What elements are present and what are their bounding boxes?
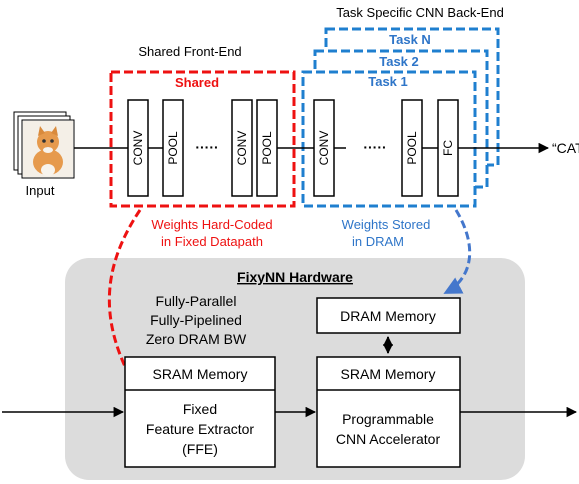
- backend-layer-fc: [437, 99, 459, 197]
- accelerator-block: [316, 356, 461, 468]
- task-1-label: Task 1: [368, 74, 408, 89]
- backend-layer-fc-label: FC: [441, 140, 455, 156]
- weights-hardcoded-line-1: Weights Hard-Coded: [151, 217, 272, 232]
- weights-stored-line-2: in DRAM: [352, 234, 404, 249]
- ffe-note-1: Fully-Parallel: [156, 293, 237, 309]
- backend-layer-conv-label: CONV: [317, 131, 331, 166]
- output-label: “CAT”: [552, 140, 579, 156]
- weights-hardcoded-line-2: in Fixed Datapath: [161, 234, 263, 249]
- frontend-layer-conv-2-label: CONV: [235, 131, 249, 166]
- weights-stored-line-1: Weights Stored: [342, 217, 431, 232]
- task-n-label: Task N: [389, 32, 431, 47]
- frontend-ellipsis: ·····: [195, 139, 218, 155]
- accelerator-label-line-2: CNN Accelerator: [336, 431, 441, 447]
- frontend-layer-pool-2: [256, 99, 278, 197]
- backend-layer-pool-label: POOL: [405, 131, 419, 165]
- frontend-layer-conv-2: [231, 99, 253, 197]
- shared-label: Shared: [175, 75, 219, 90]
- stored-weights-arrow: [443, 209, 472, 295]
- backend-layer-pool: [401, 99, 423, 197]
- backend-title: Task Specific CNN Back-End: [336, 5, 504, 20]
- frontend-layer-conv-1: [127, 99, 149, 197]
- frontend-layer-conv-1-label: CONV: [131, 131, 145, 166]
- ffe-sram-label: SRAM Memory: [153, 366, 248, 382]
- input-label: Input: [26, 183, 55, 198]
- dram-memory-label: DRAM Memory: [340, 308, 436, 324]
- ffe-label-line-3: (FFE): [182, 441, 218, 457]
- backend-layer-conv: [313, 99, 335, 197]
- ffe-label-line-1: Fixed: [183, 401, 217, 417]
- cat-icon: [23, 121, 73, 177]
- input-image: [13, 111, 75, 179]
- ffe-label-line-2: Feature Extractor: [146, 421, 254, 437]
- frontend-layer-pool-1: [162, 99, 184, 197]
- ffe-note-2: Fully-Pipelined: [150, 312, 242, 328]
- accelerator-sram-label: SRAM Memory: [341, 366, 436, 382]
- frontend-layer-pool-1-label: POOL: [166, 131, 180, 165]
- frontend-title: Shared Front-End: [138, 44, 241, 59]
- dram-memory-box: [316, 297, 461, 334]
- hardware-title: FixyNN Hardware: [237, 269, 353, 285]
- backend-ellipsis: ·····: [363, 139, 386, 155]
- ffe-note-3: Zero DRAM BW: [146, 331, 247, 347]
- task-2-label: Task 2: [379, 54, 419, 69]
- frontend-layer-pool-2-label: POOL: [260, 131, 274, 165]
- accelerator-label-line-1: Programmable: [342, 411, 434, 427]
